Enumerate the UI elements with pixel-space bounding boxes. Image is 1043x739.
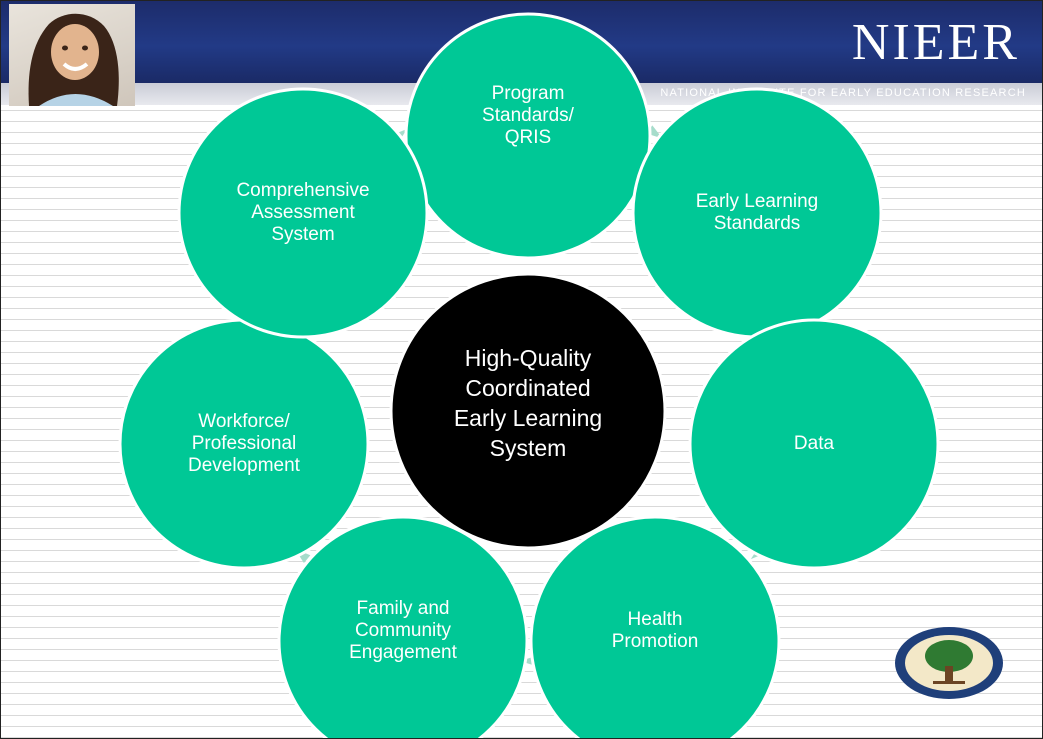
- data-node-circle: [688, 318, 940, 570]
- comprehensive-assessment-system-node-circle: [177, 87, 429, 339]
- family-community-engagement-node-circle: [277, 515, 529, 738]
- health-promotion-node-circle: [529, 515, 781, 738]
- center-circle: [389, 272, 667, 550]
- early-learning-standards-node-circle: [631, 87, 883, 339]
- program-standards-qris-node-circle: [404, 12, 652, 260]
- child-photo: [9, 4, 135, 106]
- workforce-professional-development-node-circle: [118, 318, 370, 570]
- department-of-education-seal: [893, 626, 1005, 700]
- nieer-logo: NIEER: [851, 14, 1020, 71]
